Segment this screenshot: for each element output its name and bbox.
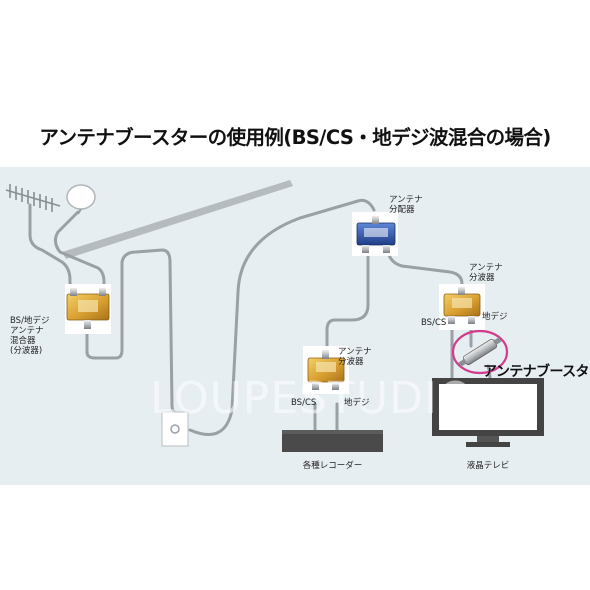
bs-dish-antenna — [66, 184, 96, 215]
mid-separator-bscs-label: BS/CS — [291, 398, 317, 408]
recorder — [282, 430, 383, 452]
right-separator-label-line2: 分波器 — [469, 273, 495, 283]
tv-label: 液晶テレビ — [466, 461, 510, 471]
cable-panel-to-distributor — [188, 198, 376, 436]
distributor-label: アンテナ 分配器 — [389, 195, 423, 215]
mid-separator-device — [307, 350, 345, 390]
uhf-antenna — [5, 184, 61, 212]
right-separator-label-line1: アンテナ — [469, 263, 503, 273]
booster-highlight-ring — [451, 329, 509, 375]
mid-separator-label-line1: アンテナ — [338, 347, 372, 357]
cable-distributor-to-mid — [325, 246, 370, 347]
right-separator-label: アンテナ 分波器 — [469, 263, 503, 283]
mixer-label: BS/地デジ アンテナ 混合器 (分波器) — [10, 316, 49, 356]
cable-distributor-to-right — [386, 246, 464, 297]
recorder-label: 各種レコーダー — [302, 461, 363, 471]
cable-uhf-to-mixer — [28, 203, 72, 292]
distributor-label-line2: 分配器 — [389, 205, 415, 215]
watermark: LOUPESTUDIO — [150, 373, 474, 424]
roof-line — [62, 180, 293, 259]
mixer-label-line1: BS/地デジ — [10, 316, 50, 326]
mid-separator-label: アンテナ 分波器 — [338, 347, 372, 367]
right-separator-terrestrial-label: 地デジ — [482, 312, 508, 322]
booster-device — [458, 337, 502, 367]
mixer-label-line3: 混合器 — [10, 336, 36, 346]
right-separator-device — [443, 287, 481, 324]
tv — [432, 378, 544, 447]
right-separator-bscs-label: BS/CS — [421, 318, 447, 328]
cable-dish-to-mixer — [53, 210, 106, 292]
distributor-device — [356, 216, 396, 253]
wall-outlet — [161, 411, 189, 447]
booster-label: アンテナブースター — [483, 364, 590, 380]
mixer-device — [66, 288, 110, 329]
mid-separator-terrestrial-label: 地デジ — [344, 398, 370, 408]
mid-separator-label-line2: 分波器 — [338, 357, 364, 367]
mixer-label-line2: アンテナ — [10, 326, 44, 336]
cable-mixer-to-panel — [85, 248, 182, 418]
mixer-label-line4: (分波器) — [10, 346, 43, 356]
distributor-label-line1: アンテナ — [389, 195, 423, 205]
page-title: アンテナブースターの使用例(BS/CS・地デジ波混合の場合) — [39, 126, 551, 149]
